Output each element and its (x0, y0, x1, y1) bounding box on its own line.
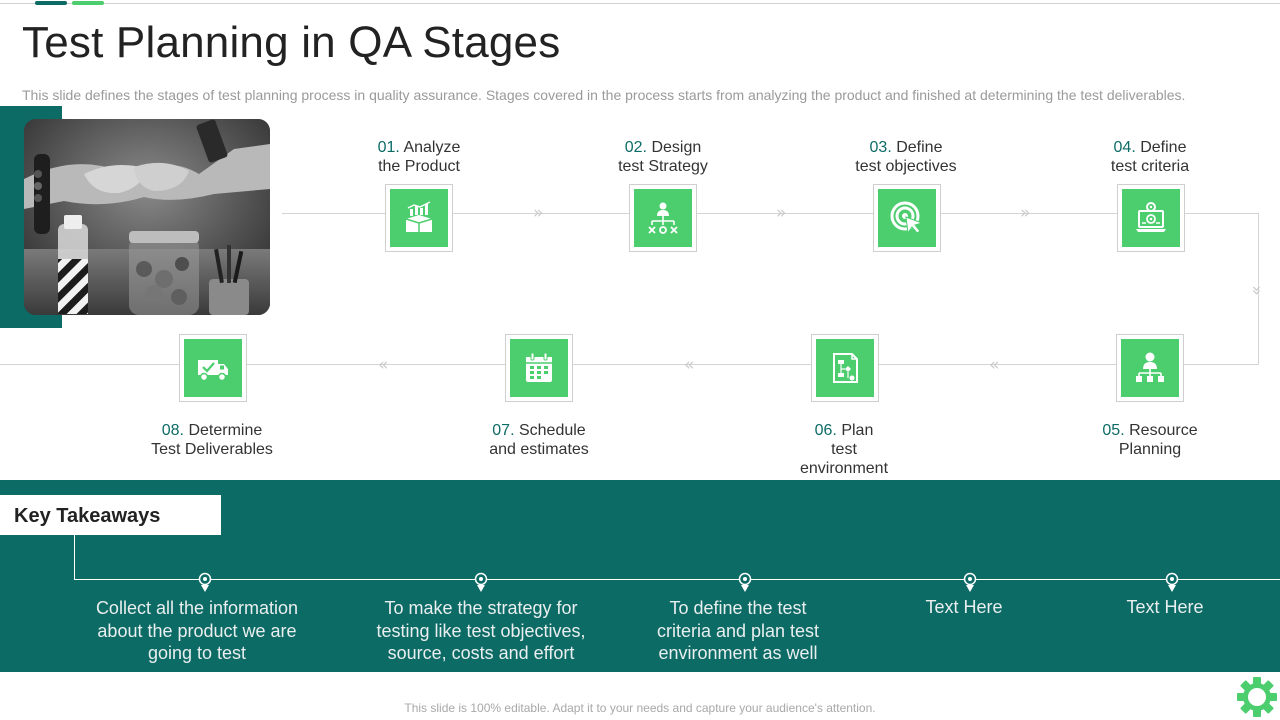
top-rule (0, 3, 1280, 4)
page-subtitle: This slide defines the stages of test pl… (22, 87, 1186, 103)
person-hierarchy-icon (1136, 352, 1164, 382)
key-takeaways-heading: Key Takeaways (14, 505, 161, 527)
stage-06-label: 06. Plan test environment (754, 421, 934, 478)
stage-03-label: 03. Define test objectives (816, 138, 996, 176)
top-row-connector (282, 213, 1258, 214)
stage-text: Define test criteria (1110, 139, 1190, 175)
stage-01-label: 01. Analyze the Product (329, 138, 509, 176)
stage-number: 03. (869, 139, 892, 156)
chevron-right-icon: » (776, 203, 787, 223)
stage-06-icon-box (811, 334, 879, 402)
location-pin-icon (474, 572, 488, 592)
laptop-settings-icon (1136, 202, 1166, 232)
target-cursor-icon (890, 201, 924, 235)
stage-05-icon-box (1116, 334, 1184, 402)
flowchart-document-icon (833, 353, 858, 383)
stage-number: 02. (624, 139, 647, 156)
top-accent-teal (35, 1, 67, 5)
chevron-down-icon: » (1246, 285, 1267, 296)
takeaway-text: To make the strategy for testing like te… (376, 598, 586, 663)
org-structure-icon (648, 202, 678, 234)
key-takeaways-header-box (0, 495, 221, 535)
stage-02-label: 02. Design test Strategy (573, 138, 753, 176)
teamwork-fist-bump-photo (24, 119, 270, 315)
stage-08-icon-box (179, 334, 247, 402)
stage-number: 04. (1113, 139, 1136, 156)
takeaway-text: Collect all the information about the pr… (95, 598, 299, 663)
delivery-truck-check-icon (198, 360, 228, 382)
footer-note: This slide is 100% editable. Adapt it to… (404, 701, 876, 715)
stage-05-label: 05. Resource Planning (1060, 421, 1240, 459)
stage-text: Design test Strategy (618, 139, 708, 175)
stage-02-icon-box (629, 184, 697, 252)
takeaway-text: Text Here (925, 597, 1003, 617)
growth-chart-box-icon (405, 201, 433, 232)
takeaways-timeline (74, 579, 1280, 580)
stage-number: 08. (161, 422, 184, 439)
stage-text: Analyze the Product (378, 139, 461, 175)
location-pin-icon (738, 572, 752, 592)
stage-text: Define test objectives (855, 139, 957, 175)
location-pin-icon (1165, 572, 1179, 592)
stage-text: Resource Planning (1118, 422, 1198, 458)
chevron-left-icon: « (684, 355, 695, 375)
page-title: Test Planning in QA Stages (22, 18, 561, 67)
stage-text: Plan test environment (799, 422, 889, 477)
location-pin-icon (963, 572, 977, 592)
stage-number: 01. (377, 139, 400, 156)
right-side-connector (1258, 213, 1259, 365)
stage-text: Schedule and estimates (489, 422, 589, 458)
calendar-icon (526, 352, 552, 382)
chevron-left-icon: « (989, 355, 1000, 375)
stage-number: 07. (492, 422, 515, 439)
stage-number: 06. (814, 422, 837, 439)
stage-04-icon-box (1117, 184, 1185, 252)
stage-01-icon-box (385, 184, 453, 252)
top-accent-green (72, 1, 104, 5)
takeaways-vertical-connector (74, 535, 75, 579)
stage-03-icon-box (873, 184, 941, 252)
chevron-left-icon: « (378, 355, 389, 375)
chevron-right-icon: » (1020, 203, 1031, 223)
stage-04-label: 04. Define test criteria (1060, 138, 1240, 176)
stage-number: 05. (1102, 422, 1125, 439)
location-pin-icon (198, 572, 212, 592)
stage-07-label: 07. Schedule and estimates (449, 421, 629, 459)
stage-07-icon-box (505, 334, 573, 402)
bottom-row-connector (0, 364, 1259, 365)
chevron-right-icon: » (533, 203, 544, 223)
takeaway-text: Text Here (1126, 597, 1204, 617)
stage-text: Determine Test Deliverables (151, 422, 273, 458)
stage-08-label: 08. Determine Test Deliverables (122, 421, 302, 459)
gear-icon (1237, 677, 1277, 717)
takeaway-text: To define the test criteria and plan tes… (656, 598, 820, 663)
